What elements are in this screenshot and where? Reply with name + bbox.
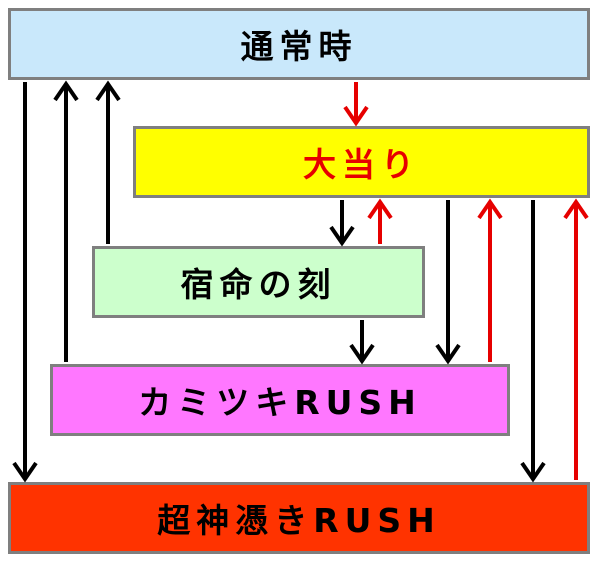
node-jackpot-label: 大当り <box>303 145 420 184</box>
node-normal-label: 通常時 <box>240 27 358 66</box>
arrow-head <box>477 198 503 220</box>
arrow-normal-to-jackpot <box>343 82 369 127</box>
arrow-fate-to-normal <box>95 80 121 244</box>
node-fate-label: 宿命の刻 <box>180 265 337 304</box>
arrow-head <box>349 343 375 365</box>
arrow-head <box>53 80 79 102</box>
arrow-head <box>95 80 121 102</box>
arrow-head <box>520 461 546 483</box>
arrow-fate-to-kamitsuki <box>349 320 375 365</box>
arrow-normal-to-chojin <box>12 82 38 483</box>
arrow-head <box>435 343 461 365</box>
arrow-head <box>12 461 38 483</box>
arrow-head <box>329 225 355 247</box>
node-kamitsuki-label: カミツキRUSH <box>138 383 422 422</box>
arrow-jackpot-to-chojin <box>520 200 546 483</box>
arrow-jackpot-to-fate <box>329 200 355 247</box>
arrow-jackpot-to-kamitsuki <box>435 200 461 365</box>
arrow-head <box>563 198 589 220</box>
node-chojin-label: 超神憑きRUSH <box>157 501 441 540</box>
node-normal: 通常時 <box>8 8 590 80</box>
node-chojin: 超神憑きRUSH <box>8 482 590 554</box>
arrow-fate-to-jackpot <box>367 198 393 244</box>
arrow-head <box>343 105 369 127</box>
arrow-head <box>367 198 393 220</box>
node-kamitsuki: カミツキRUSH <box>50 364 510 436</box>
arrow-kamitsuki-to-normal <box>53 80 79 362</box>
arrow-chojin-to-jackpot <box>563 198 589 480</box>
arrow-kamitsuki-to-jackpot <box>477 198 503 362</box>
node-fate: 宿命の刻 <box>92 246 425 318</box>
node-jackpot: 大当り <box>133 126 590 198</box>
